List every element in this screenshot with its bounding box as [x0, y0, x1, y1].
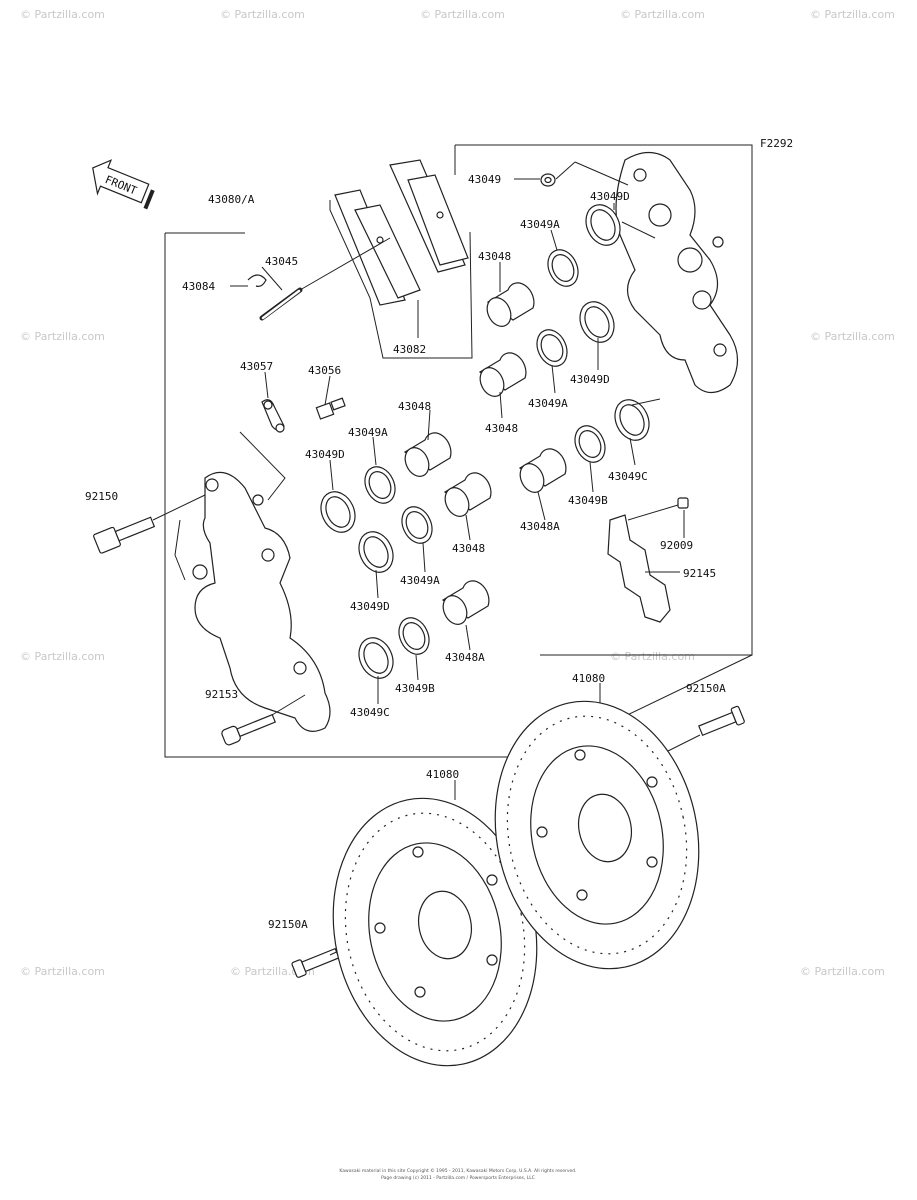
- pad-pin: [247, 237, 391, 321]
- label-seal-c: 43049C: [350, 706, 390, 719]
- label-seal-d: 43049D: [570, 373, 610, 386]
- label-disc-bolt: 92150A: [686, 682, 726, 695]
- watermark: © Partzilla.com: [810, 8, 895, 21]
- label-piston-a: 43048: [485, 422, 518, 435]
- label-mount-bolt: 92153: [205, 688, 238, 701]
- washer: [540, 161, 629, 187]
- watermark: © Partzilla.com: [20, 330, 105, 343]
- label-seal-d: 43049D: [590, 190, 630, 203]
- front-arrow-icon: FRONT: [92, 159, 155, 210]
- disc-bolt-icon: [291, 947, 340, 978]
- right-caliper-body: [615, 151, 739, 394]
- copyright-line-1: Kawasaki material in this site Copyright…: [339, 1167, 576, 1174]
- label-piston-a: 43048: [398, 400, 431, 413]
- label-seal-b: 43049B: [568, 494, 608, 507]
- label-piston-b: 43048A: [445, 651, 485, 664]
- label-bleed-valve: 43056: [308, 364, 341, 377]
- brake-pads: [329, 159, 473, 359]
- bleed-parts: [261, 397, 346, 433]
- watermark: © Partzilla.com: [20, 650, 105, 663]
- piston-seals: [320, 204, 650, 679]
- label-seal-d: 43049D: [305, 448, 345, 461]
- watermark-layer: © Partzilla.com © Partzilla.com © Partzi…: [20, 8, 895, 978]
- watermark: © Partzilla.com: [20, 8, 105, 21]
- label-caliper-assy: 43080/A: [208, 193, 255, 206]
- watermark: © Partzilla.com: [620, 8, 705, 21]
- label-caliper-bolt: 92150: [85, 490, 118, 503]
- watermark: © Partzilla.com: [20, 965, 105, 978]
- figure-code: F2292: [760, 137, 793, 150]
- left-caliper-body: [174, 431, 331, 732]
- watermark: © Partzilla.com: [810, 330, 895, 343]
- caliper-bolt-icon: [93, 516, 156, 554]
- label-washer: 43049: [468, 173, 501, 186]
- label-pad-pin: 43045: [265, 255, 298, 268]
- copyright-line-2: Page drawing (c) 2011 - Partzilla.com / …: [381, 1175, 535, 1181]
- label-disc: 41080: [426, 768, 459, 781]
- label-seal-b: 43049B: [395, 682, 435, 695]
- label-piston-a: 43048: [452, 542, 485, 555]
- pistons: [403, 282, 567, 625]
- watermark: © Partzilla.com: [220, 8, 305, 21]
- brake-disc-rear: [494, 683, 700, 970]
- label-disc-bolt: 92150A: [268, 918, 308, 931]
- label-piston-b: 43048A: [520, 520, 560, 533]
- disc-bolt-icon: [698, 705, 745, 737]
- brake-disc-front: [332, 780, 538, 1067]
- watermark: © Partzilla.com: [420, 8, 505, 21]
- label-seal-c: 43049C: [608, 470, 648, 483]
- label-spring-bolt: 92009: [660, 539, 693, 552]
- label-seal-a: 43049A: [528, 397, 568, 410]
- leader-lines: [230, 178, 685, 704]
- label-seal-a: 43049A: [348, 426, 388, 439]
- mount-bolt-icon: [221, 713, 277, 746]
- label-seal-a: 43049A: [520, 218, 560, 231]
- label-piston-a: 43048: [478, 250, 511, 263]
- label-pad-spring: 92145: [683, 567, 716, 580]
- label-disc: 41080: [572, 672, 605, 685]
- label-seal-a: 43049A: [400, 574, 440, 587]
- watermark: © Partzilla.com: [610, 650, 695, 663]
- label-pin-clip: 43084: [182, 280, 215, 293]
- part-labels: 43049 43049D 43080/A 43049A 43048 43045 …: [85, 173, 726, 931]
- label-pad-set: 43082: [393, 343, 426, 356]
- label-bleed-cap: 43057: [240, 360, 273, 373]
- copyright-footer: Kawasaki material in this site Copyright…: [339, 1167, 576, 1181]
- watermark: © Partzilla.com: [800, 965, 885, 978]
- label-seal-d: 43049D: [350, 600, 390, 613]
- pad-spring: [607, 497, 689, 623]
